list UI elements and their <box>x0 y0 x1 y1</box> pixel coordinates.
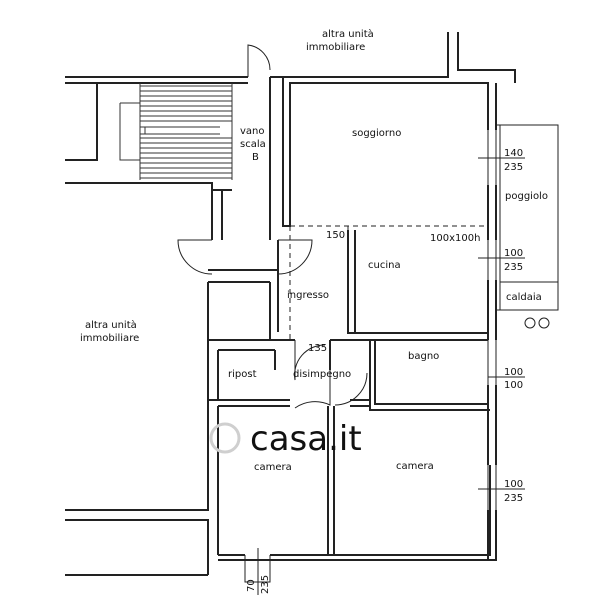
window-2-width: 100 <box>504 248 523 259</box>
label-opening-135: 135 <box>308 343 327 354</box>
label-camera-right: camera <box>396 461 434 472</box>
label-stair-1: vano <box>240 126 265 137</box>
outer-walls <box>65 32 516 576</box>
label-disimpegno: disimpegno <box>293 369 351 380</box>
window-2-height: 235 <box>504 262 523 273</box>
window-5-height: 235 <box>260 575 271 594</box>
dashed-lines <box>289 225 488 340</box>
label-ripostiglio: ripost <box>228 369 257 380</box>
label-stair-3: B <box>252 152 259 163</box>
window-3-width: 100 <box>504 367 523 378</box>
watermark-logo: casa.it <box>209 419 362 459</box>
window-3-height: 100 <box>504 380 523 391</box>
window-4-height: 235 <box>504 493 523 504</box>
window-1-width: 140 <box>504 148 523 159</box>
window-5-width: 70 <box>246 579 257 592</box>
label-caldaia: caldaia <box>506 292 542 303</box>
label-other-unit-left-1: altra unità <box>85 319 137 331</box>
window-markers <box>257 130 525 595</box>
label-hood: 100x100h <box>430 233 480 244</box>
label-opening-150: 150 <box>326 230 345 241</box>
watermark-text: casa.it <box>250 419 362 459</box>
label-other-unit-left-2: immobiliare <box>80 333 139 344</box>
label-cucina: cucina <box>368 260 401 271</box>
window-4-width: 100 <box>504 479 523 490</box>
balcony <box>496 124 559 329</box>
label-poggiolo: poggiolo <box>505 191 548 202</box>
staircase <box>119 83 233 180</box>
label-other-unit-top-2: immobiliare <box>306 42 365 53</box>
label-bagno: bagno <box>408 351 439 362</box>
label-ingresso: ingresso <box>287 290 329 301</box>
label-soggiorno: soggiorno <box>352 128 401 139</box>
window-dimensions: 140 235 100 235 100 100 100 235 70 235 <box>246 148 523 594</box>
room-labels: altra unità immobiliare altra unità immo… <box>80 28 548 473</box>
doors <box>177 44 371 583</box>
label-other-unit-top-1: altra unità <box>322 28 374 40</box>
label-camera-left: camera <box>254 462 292 473</box>
label-stair-2: scala <box>240 139 266 150</box>
window-1-height: 235 <box>504 162 523 173</box>
